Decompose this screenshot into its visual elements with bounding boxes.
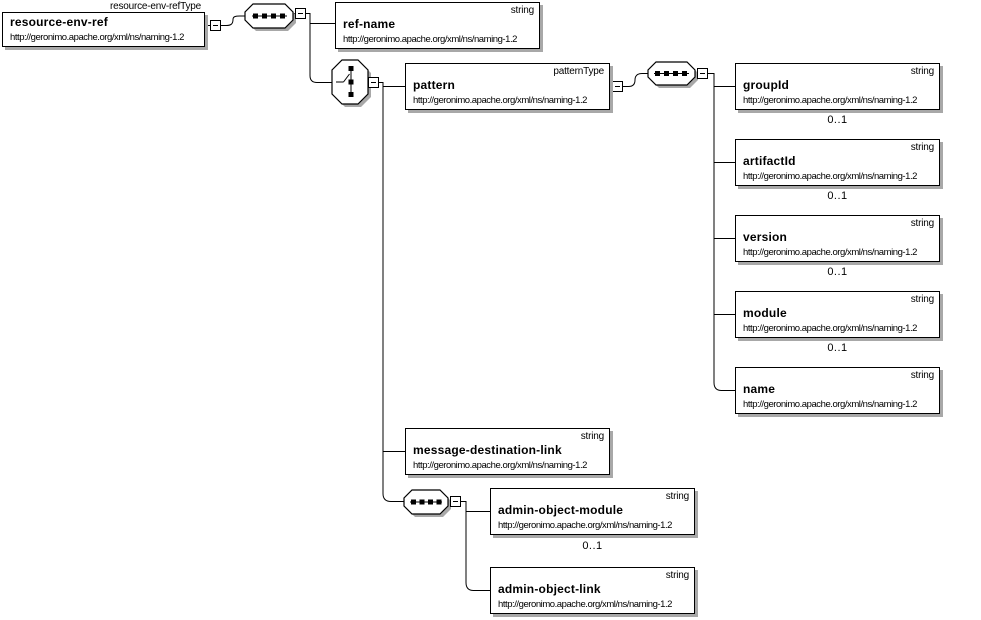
element-name: pattern [413,78,456,92]
connector-button-to-sequence1 [221,15,245,26]
cardinality-label: 0..1 [827,190,848,202]
type-label: string [910,218,934,229]
element-node-groupId[interactable]: string groupId http://geronimo.apache.or… [735,63,940,110]
type-label: string [580,431,604,442]
sequence-icon[interactable] [647,61,698,88]
minus-icon [213,25,218,26]
element-namespace: http://geronimo.apache.org/xml/ns/naming… [743,171,917,182]
element-name: module [743,306,787,320]
element-namespace: http://geronimo.apache.org/xml/ns/naming… [743,323,917,334]
minus-icon [453,501,458,502]
minus-icon [371,82,376,83]
collapse-button[interactable] [210,20,221,31]
sequence-icon-dots [655,71,687,76]
cardinality-label: 0..1 [827,266,848,278]
cardinality-label: 0..1 [827,342,848,354]
sequence-icon-dots [411,499,442,505]
root-type-label: resource-env-refType [109,1,201,12]
element-name: message-destination-link [413,443,562,457]
type-label: string [910,370,934,381]
element-namespace: http://geronimo.apache.org/xml/ns/naming… [343,34,517,45]
cardinality-label: 0..1 [827,114,848,126]
minus-icon [700,73,705,74]
connector-button-to-sequence2 [623,73,648,87]
type-label: string [910,66,934,77]
element-node-name[interactable]: string name http://geronimo.apache.org/x… [735,367,940,414]
type-label: patternType [553,66,604,77]
element-namespace: http://geronimo.apache.org/xml/ns/naming… [743,399,917,410]
element-namespace: http://geronimo.apache.org/xml/ns/naming… [413,460,587,471]
sequence-icon-dots [253,13,285,19]
element-namespace: http://geronimo.apache.org/xml/ns/naming… [498,599,672,610]
collapse-button[interactable] [450,496,461,507]
element-name: admin-object-module [498,503,624,517]
element-node-pattern[interactable]: patternType pattern http://geronimo.apac… [405,63,610,110]
element-namespace: http://geronimo.apache.org/xml/ns/naming… [743,95,917,106]
minus-icon [615,86,620,87]
element-node-message-destination-link[interactable]: string message-destination-link http://g… [405,428,610,475]
minus-icon [298,13,303,14]
element-name: resource-env-ref [10,15,108,29]
connector-sequence1-trunk [306,13,332,83]
type-label: string [910,294,934,305]
collapse-button[interactable] [697,68,708,79]
type-label: string [665,570,689,581]
element-name: ref-name [343,17,396,31]
sequence-icon[interactable] [244,3,296,31]
type-label: string [665,491,689,502]
collapse-button[interactable] [612,81,623,92]
sequence-icon[interactable] [403,489,451,517]
type-label: string [510,5,534,16]
element-name: name [743,382,776,396]
connector-sequence3-trunk [461,501,490,591]
element-node-admin-object-link[interactable]: string admin-object-link http://geronimo… [490,567,695,614]
element-node-admin-object-module[interactable]: string admin-object-module http://geroni… [490,488,695,535]
element-namespace: http://geronimo.apache.org/xml/ns/naming… [743,247,917,258]
element-node-artifactId[interactable]: string artifactId http://geronimo.apache… [735,139,940,186]
collapse-button[interactable] [368,77,379,88]
connector-choice-trunk [382,86,404,502]
cardinality-label: 0..1 [582,540,603,552]
element-name: version [743,230,788,244]
element-namespace: http://geronimo.apache.org/xml/ns/naming… [10,32,184,43]
collapse-button[interactable] [295,8,306,19]
connector-branch-pattern [379,82,405,87]
element-name: artifactId [743,154,796,168]
connector-sequence2-trunk [708,73,735,391]
element-name: groupId [743,78,790,92]
type-label: string [910,142,934,153]
element-node-module[interactable]: string module http://geronimo.apache.org… [735,291,940,338]
element-node-resource-env-ref[interactable]: resource-env-ref http://geronimo.apache.… [2,12,205,47]
element-node-version[interactable]: string version http://geronimo.apache.or… [735,215,940,262]
element-namespace: http://geronimo.apache.org/xml/ns/naming… [413,95,587,106]
element-name: admin-object-link [498,582,601,596]
choice-icon[interactable] [331,59,371,107]
element-node-ref-name[interactable]: string ref-name http://geronimo.apache.o… [335,2,540,49]
choice-icon-dots [348,66,354,97]
element-namespace: http://geronimo.apache.org/xml/ns/naming… [498,520,672,531]
